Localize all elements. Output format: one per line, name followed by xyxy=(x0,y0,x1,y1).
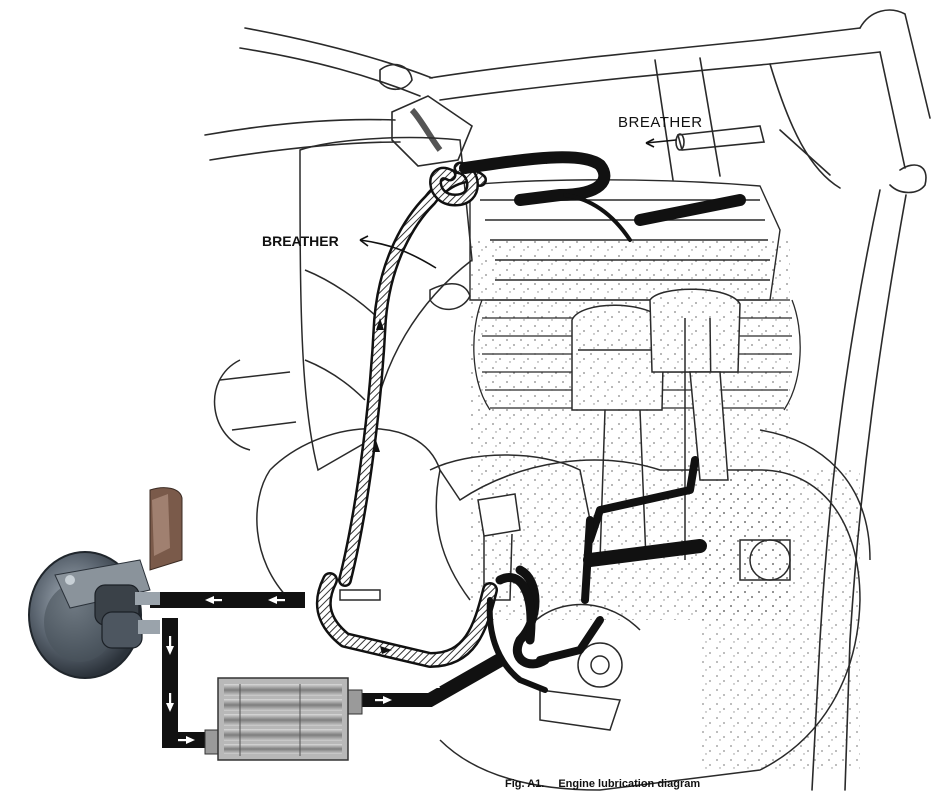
frame-lug xyxy=(379,63,473,167)
oil-tank xyxy=(299,136,473,472)
oil-mist-cylinder xyxy=(470,240,790,620)
breather-arrows xyxy=(359,138,677,269)
oil-pump-housing xyxy=(429,454,591,601)
breather-label-left: BREATHER xyxy=(262,233,339,249)
engine-oil-lines xyxy=(315,151,746,693)
hose-flow-arrows xyxy=(372,156,556,654)
timing-gears xyxy=(519,603,641,731)
figure-title: Engine lubrication diagram xyxy=(558,778,701,790)
breather-label-top: BREATHER xyxy=(618,114,703,131)
figure-caption: Fig. A1. Engine lubrication diagram xyxy=(505,778,700,790)
figure-number: Fig. A1. xyxy=(505,778,545,790)
oil-filter-icon xyxy=(28,487,183,679)
oil-cooler-icon xyxy=(204,677,363,761)
flow-arrow-icon xyxy=(166,596,440,744)
